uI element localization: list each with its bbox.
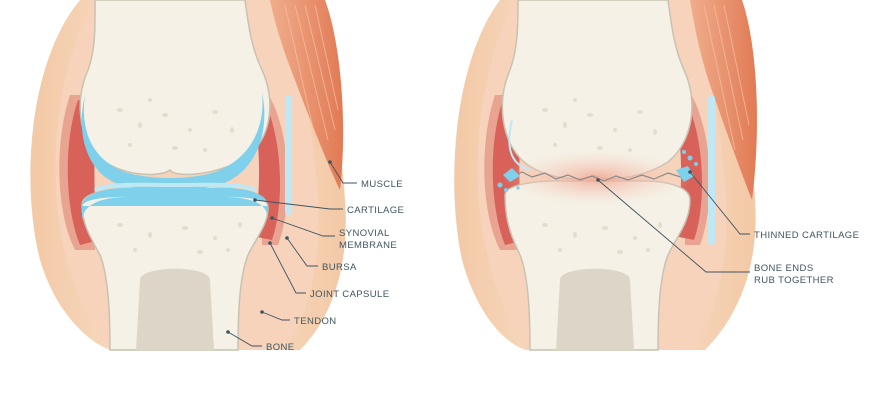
healthy-joint-space <box>94 182 257 192</box>
arthritic-muscle <box>690 0 757 200</box>
healthy-knee <box>30 0 346 351</box>
healthy-tibia-cartilage <box>82 187 268 220</box>
healthy-bursa <box>285 95 292 215</box>
label-bone: BONE <box>266 342 295 353</box>
healthy-muscle-fibers <box>284 4 339 151</box>
arthritic-muscle-fibers <box>703 4 750 151</box>
label-bone-ends-line2: RUB TOGETHER <box>754 275 834 286</box>
label-synovial-membrane-line1: SYNOVIAL <box>339 228 390 239</box>
label-bone-ends-line1: BONE ENDS <box>754 263 814 274</box>
label-thinned-cartilage: THINNED CARTILAGE <box>754 230 859 241</box>
label-muscle: MUSCLE <box>361 179 403 190</box>
label-joint-capsule: JOINT CAPSULE <box>310 289 389 300</box>
arthritic-cartilage-trace <box>508 119 531 171</box>
label-bursa: BURSA <box>322 262 357 273</box>
arthritic-knee <box>454 0 757 351</box>
arthritic-bone-texture <box>542 98 662 254</box>
arthritic-contact-line <box>509 171 685 182</box>
label-cartilage: CARTILAGE <box>347 205 404 216</box>
arthritic-thinned-cartilage <box>497 150 698 192</box>
healthy-bone-texture <box>117 98 242 254</box>
healthy-muscle <box>270 0 344 190</box>
label-synovial-membrane-line2: MEMBRANE <box>339 240 397 251</box>
arthritic-bursa <box>708 95 715 245</box>
healthy-femur <box>79 0 271 176</box>
arthritic-tibia-marrow <box>556 268 634 350</box>
healthy-leader-lines <box>226 160 357 347</box>
label-tendon: TENDON <box>294 316 337 327</box>
healthy-tibia-marrow <box>136 268 214 350</box>
arthritic-leader-lines <box>596 170 750 273</box>
